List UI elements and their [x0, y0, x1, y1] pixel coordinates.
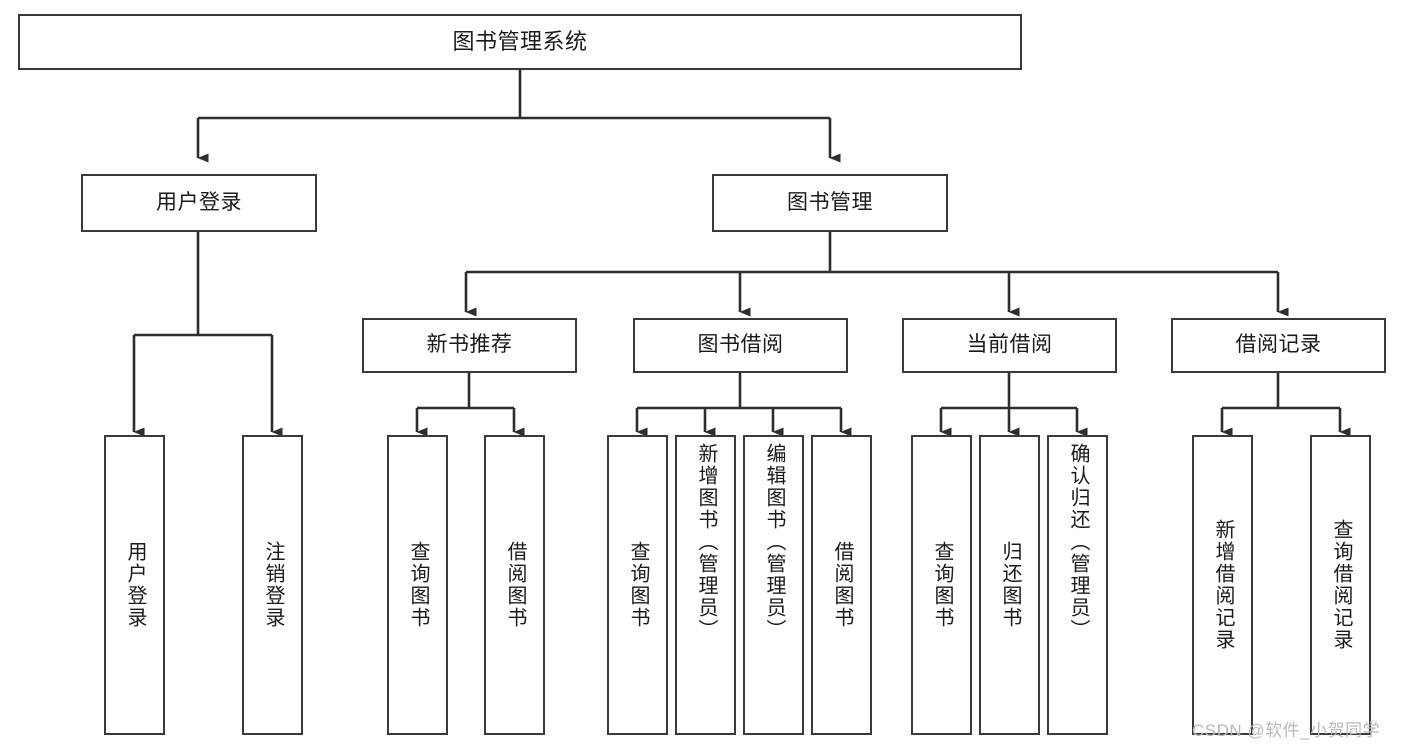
node-leaf-borrow-book-new[interactable]: 借阅图书	[484, 435, 545, 735]
node-book-borrow[interactable]: 图书借阅	[633, 318, 848, 373]
node-label: 当前借阅	[966, 333, 1053, 357]
node-book-management[interactable]: 图书管理	[712, 174, 948, 232]
node-label: 编辑图书（管理员）	[763, 443, 785, 641]
watermark: CSDN @软件_小贺同学	[1192, 721, 1381, 740]
node-label: 查询图书	[407, 541, 429, 629]
node-label: 查询图书	[931, 541, 953, 629]
node-label: 用户登录	[124, 541, 146, 629]
node-label: 借阅图书	[504, 541, 526, 629]
node-label: 图书借阅	[697, 333, 784, 357]
node-label: 借阅图书	[831, 541, 853, 629]
node-current-borrow[interactable]: 当前借阅	[902, 318, 1117, 373]
node-label: 新书推荐	[426, 333, 513, 357]
node-leaf-query-book-current[interactable]: 查询图书	[911, 435, 972, 735]
node-user-login[interactable]: 用户登录	[81, 174, 317, 232]
node-label: 查询图书	[627, 541, 649, 629]
node-label: 图书管理系统	[452, 29, 588, 55]
node-leaf-borrow-book[interactable]: 借阅图书	[811, 435, 872, 735]
node-label: 新增图书（管理员）	[695, 443, 717, 641]
node-label: 确认归还（管理员）	[1067, 443, 1089, 641]
node-label: 图书管理	[787, 190, 873, 214]
node-leaf-logout[interactable]: 注销登录	[242, 435, 303, 735]
node-leaf-user-login[interactable]: 用户登录	[104, 435, 165, 735]
node-label: 新增借阅记录	[1212, 519, 1234, 651]
node-label: 借阅记录	[1235, 333, 1322, 357]
node-new-book-recommend[interactable]: 新书推荐	[362, 318, 577, 373]
node-leaf-query-borrow-record[interactable]: 查询借阅记录	[1310, 435, 1371, 735]
node-leaf-return-book[interactable]: 归还图书	[979, 435, 1040, 735]
node-label: 归还图书	[999, 541, 1021, 629]
node-root-library-management-system[interactable]: 图书管理系统	[18, 14, 1022, 70]
node-label: 用户登录	[156, 190, 242, 214]
node-borrow-record[interactable]: 借阅记录	[1171, 318, 1386, 373]
node-leaf-edit-book-admin[interactable]: 编辑图书（管理员）	[743, 435, 804, 735]
node-leaf-confirm-return-admin[interactable]: 确认归还（管理员）	[1047, 435, 1108, 735]
node-leaf-query-book-new[interactable]: 查询图书	[387, 435, 448, 735]
node-leaf-add-borrow-record[interactable]: 新增借阅记录	[1192, 435, 1253, 735]
node-label: 查询借阅记录	[1330, 519, 1352, 651]
node-leaf-query-book-borrow[interactable]: 查询图书	[607, 435, 668, 735]
node-leaf-add-book-admin[interactable]: 新增图书（管理员）	[675, 435, 736, 735]
node-label: 注销登录	[262, 541, 284, 629]
